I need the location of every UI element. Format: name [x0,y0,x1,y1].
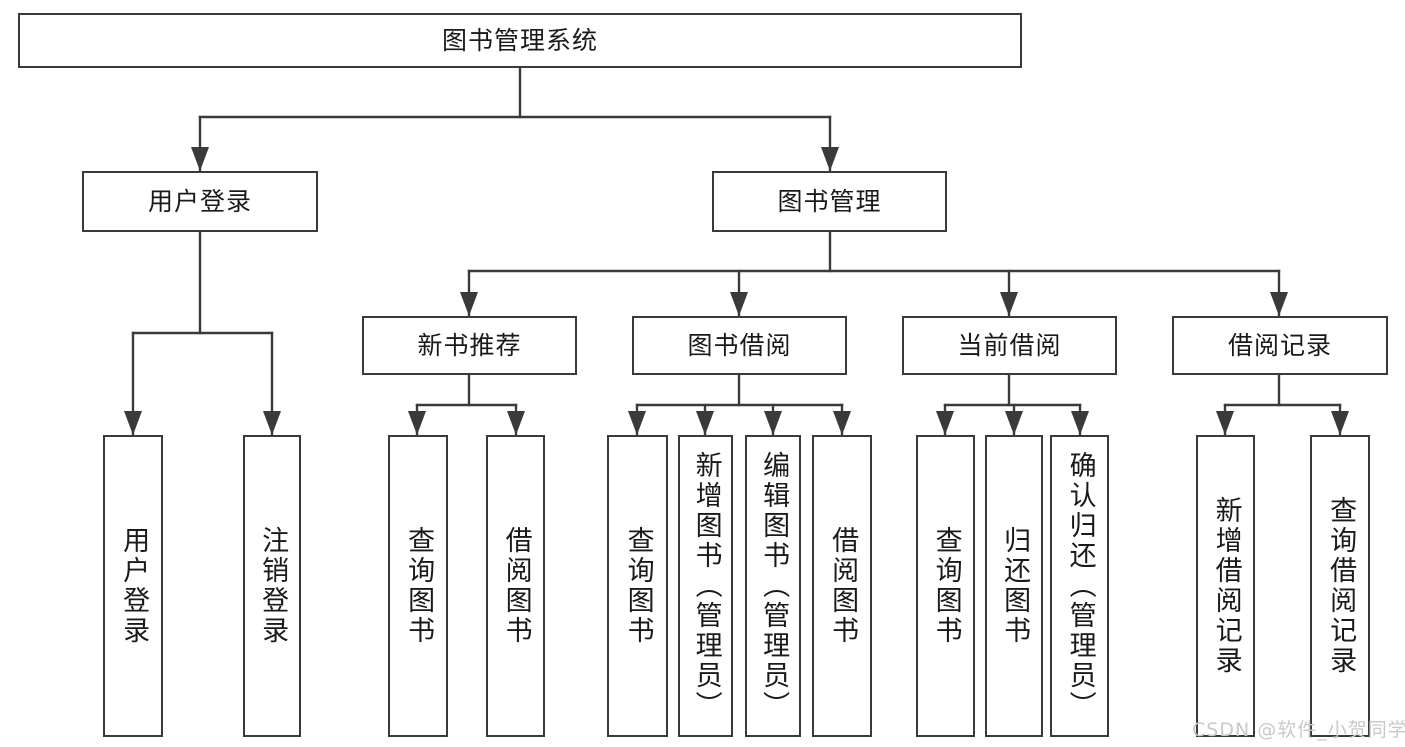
arrow-leaf-user-login-icon [124,411,142,435]
node-leaf-query-book-rec[interactable]: 查询图书 [388,435,448,737]
node-borrow-records[interactable]: 借阅记录 [1172,316,1388,375]
arrow-current-borrow-icon [1000,292,1018,316]
node-leaf-query-book-cur[interactable]: 查询图书 [916,435,975,737]
arrow-leaf-add-borrow-record-icon [1216,411,1234,435]
node-root-label: 图书管理系统 [441,25,598,55]
node-new-book-recommend-label: 新书推荐 [417,330,522,360]
arrow-leaf-add-book-admin-icon [696,411,714,435]
node-leaf-add-borrow-record-label: 新增借阅记录 [1210,496,1242,676]
node-leaf-query-borrow-record-label: 查询借阅记录 [1325,496,1357,676]
arrow-leaf-query-book-icon [628,411,646,435]
node-leaf-return-book[interactable]: 归还图书 [985,435,1043,737]
node-leaf-query-book-cur-label: 查询图书 [930,526,962,646]
node-new-book-recommend[interactable]: 新书推荐 [362,316,577,375]
arrow-leaf-return-book-icon [1005,411,1023,435]
arrow-leaf-edit-book-admin-icon [764,411,782,435]
arrow-book-borrow-icon [730,292,748,316]
node-leaf-add-book-admin-label: 新增图书（管理员） [690,451,722,721]
node-leaf-query-book[interactable]: 查询图书 [607,435,668,737]
node-current-borrow-label: 当前借阅 [957,330,1062,360]
node-borrow-records-label: 借阅记录 [1227,330,1332,360]
connector-lines [131,66,1342,437]
node-leaf-return-book-label: 归还图书 [999,526,1031,646]
arrow-leaf-borrow-book-rec-icon [507,411,525,435]
arrow-new-book-recommend-icon [460,292,478,316]
node-user-login-label: 用户登录 [147,186,252,216]
node-leaf-query-book-label: 查询图书 [622,526,654,646]
node-leaf-confirm-return-admin[interactable]: 确认归还（管理员） [1050,435,1109,737]
arrow-leaf-query-book-rec-icon [408,411,426,435]
node-leaf-borrow-book-rec-label: 借阅图书 [500,526,532,646]
arrow-user-login-icon [191,147,209,171]
node-root[interactable]: 图书管理系统 [18,13,1022,68]
node-leaf-confirm-return-admin-label: 确认归还（管理员） [1064,451,1096,721]
node-leaf-query-book-rec-label: 查询图书 [403,526,435,646]
node-leaf-user-login[interactable]: 用户登录 [103,435,163,737]
arrow-leaf-borrow-book-icon [833,411,851,435]
node-leaf-edit-book-admin-label: 编辑图书（管理员） [758,451,790,721]
node-user-login[interactable]: 用户登录 [82,171,318,232]
arrow-book-manage-icon [821,147,839,171]
node-leaf-add-book-admin[interactable]: 新增图书（管理员） [678,435,733,737]
node-current-borrow[interactable]: 当前借阅 [902,316,1117,375]
node-book-manage-label: 图书管理 [777,186,882,216]
node-leaf-logout[interactable]: 注销登录 [243,435,301,737]
node-leaf-add-borrow-record[interactable]: 新增借阅记录 [1196,435,1255,737]
arrow-leaf-confirm-return-admin-icon [1071,411,1089,435]
node-leaf-borrow-book[interactable]: 借阅图书 [812,435,872,737]
node-book-borrow-label: 图书借阅 [687,330,792,360]
node-leaf-borrow-book-label: 借阅图书 [827,526,859,646]
node-book-manage[interactable]: 图书管理 [712,171,947,232]
node-leaf-user-login-label: 用户登录 [118,526,150,646]
arrow-heads [124,147,1349,435]
node-leaf-borrow-book-rec[interactable]: 借阅图书 [486,435,545,737]
arrow-borrow-records-icon [1270,292,1288,316]
node-leaf-logout-label: 注销登录 [257,526,289,646]
node-book-borrow[interactable]: 图书借阅 [632,316,847,375]
arrow-leaf-logout-icon [263,411,281,435]
node-leaf-query-borrow-record[interactable]: 查询借阅记录 [1310,435,1370,737]
arrow-leaf-query-borrow-record-icon [1331,411,1349,435]
arrow-leaf-query-book-cur-icon [936,411,954,435]
node-leaf-edit-book-admin[interactable]: 编辑图书（管理员） [745,435,801,737]
